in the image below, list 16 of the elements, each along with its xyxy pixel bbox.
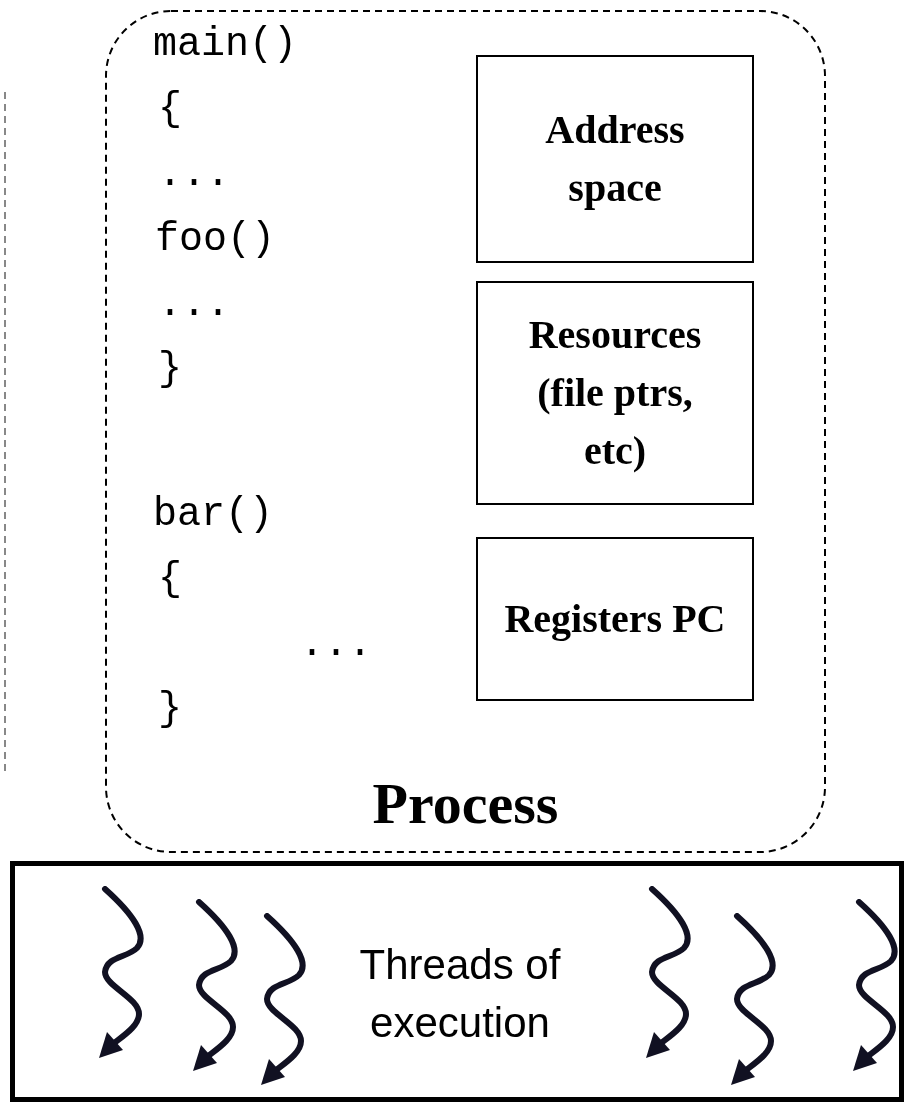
component-box: Resources (file ptrs, etc): [476, 281, 754, 505]
threads-label: Threads of execution: [358, 940, 562, 1048]
code-line: {: [158, 557, 182, 603]
code-line: {: [158, 87, 182, 133]
process-title: Process: [371, 771, 560, 837]
component-box: Address space: [476, 55, 754, 263]
code-line: foo(): [155, 217, 276, 263]
code-line: }: [158, 687, 182, 733]
code-line: bar(): [153, 492, 274, 538]
code-line: ...: [300, 622, 372, 668]
code-line: main(): [153, 22, 298, 68]
code-line: }: [158, 347, 182, 393]
threads-panel: [10, 861, 904, 1102]
code-line: ...: [158, 152, 230, 198]
code-line: ...: [158, 282, 230, 328]
component-box: Registers PC: [476, 537, 754, 701]
